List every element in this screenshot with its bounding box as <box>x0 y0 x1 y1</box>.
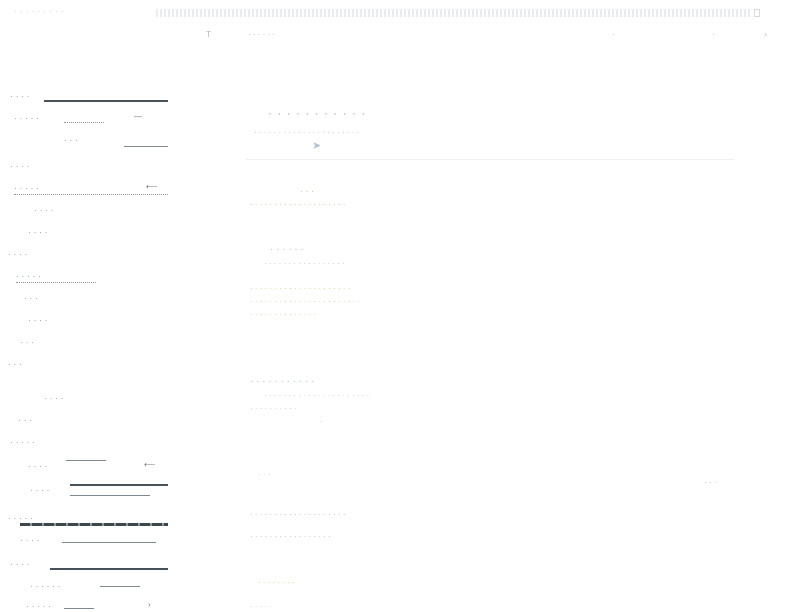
footer-row-5: · · · · · <box>250 602 273 611</box>
section-3-text-2[interactable]: · · · · · · · · · · <box>250 404 297 413</box>
sidebar-item-label: · · · · <box>28 227 48 237</box>
sidebar-item-label: · · · · <box>20 535 40 545</box>
window-title: · · · · · · · · · <box>14 7 65 16</box>
address-bar-end-icon[interactable] <box>754 9 760 17</box>
section-2-note-3: · · · · · · · · · · · · · · <box>250 310 317 319</box>
nav-item-1[interactable]: T <box>206 30 211 39</box>
footer-row-1-link[interactable]: · · · <box>704 478 717 487</box>
nav-item-3[interactable]: · <box>612 30 615 39</box>
sidebar-underline <box>70 495 150 496</box>
sidebar-underline <box>124 146 168 147</box>
sidebar-item-label: · · · <box>64 135 78 145</box>
section-2-note-2: · · · · · · · · · · · · · · · · · · · · … <box>250 297 361 306</box>
sidebar-item-label: · · · · <box>34 205 54 215</box>
sidebar-item-label: · · · <box>8 359 22 369</box>
sidebar-item[interactable]: · · · · <box>4 532 168 550</box>
sidebar-item[interactable]: · · · · · ― <box>4 110 168 128</box>
page-title: · · · · · · · · · · · <box>268 106 367 120</box>
sidebar-underline <box>44 100 168 102</box>
section-1-heading: · · · <box>300 186 314 196</box>
page-subtitle: · · · · · · · · · · · · · · · · · · · · … <box>254 128 360 137</box>
section-3-heading: · · · · · · · · · · · <box>250 376 315 387</box>
sidebar-item-label: · · · · <box>44 393 64 403</box>
sidebar-item-label: · · · · · <box>10 437 35 447</box>
footer-row-1-left: · · · <box>258 470 271 479</box>
sidebar-item-active[interactable]: · · · · · <box>4 268 168 286</box>
section-3: · · · · · · · · · · · · · · · · · · · · … <box>250 376 369 426</box>
sidebar-item[interactable]: · · · · · <box>4 434 168 452</box>
section-3-text-1[interactable]: · · · · · · · · · · · · · · · · · · · · … <box>264 391 370 400</box>
sidebar-item-label: · · · · · <box>14 183 39 193</box>
sidebar-separator <box>20 523 168 526</box>
sidebar-item-label: · · · · · · <box>30 581 61 591</box>
sidebar-item[interactable]: · · · · · › <box>4 598 168 612</box>
sidebar-item-label: · · · · <box>10 161 30 171</box>
sidebar-underline <box>62 542 156 543</box>
sidebar-item-label: · · · · <box>8 249 28 259</box>
chevron-right-icon: ― <box>134 112 142 121</box>
mouse-cursor-icon: ➤ <box>312 140 322 152</box>
address-bar[interactable] <box>156 9 752 17</box>
sidebar-overline <box>70 484 168 486</box>
section-1-text: · · · · · · · · · · · · · · · · · · · · <box>250 200 346 209</box>
sidebar-dots <box>16 282 96 283</box>
window-titlebar: · · · · · · · · · <box>0 0 800 24</box>
sidebar-item[interactable]: · · · <box>4 132 168 150</box>
sidebar-dots <box>64 122 104 123</box>
footer-row-2[interactable]: · · · · · · · · · · · · · · · · · · · · <box>250 510 346 519</box>
menu-icon[interactable]: › <box>764 29 767 39</box>
arrow-left-icon: ⟵ <box>144 460 156 469</box>
section-2: · · · · · · · · · · · · · · · · · · · · … <box>250 244 360 319</box>
sidebar-underline <box>100 586 140 587</box>
sidebar-dots <box>14 194 168 195</box>
sidebar-underline <box>50 568 168 570</box>
sidebar-item[interactable]: · · · · <box>4 482 168 500</box>
arrow-left-icon: ⟵ <box>146 182 158 191</box>
navigation-row: T · · · · · · · · › <box>0 26 800 44</box>
section-2-heading: · · · · · · <box>270 244 304 255</box>
sidebar: · · · · · · · · · ― · · · · · · · · · · … <box>4 84 168 612</box>
sidebar-item-label: · · · · <box>30 485 50 495</box>
sidebar-item[interactable]: · · · · <box>4 390 168 408</box>
sidebar-item[interactable]: · · · · <box>4 246 168 264</box>
section-1: · · · · · · · · · · · · · · · · · · · · … <box>250 186 346 209</box>
section-3-mark: · <box>320 417 323 426</box>
sidebar-item[interactable]: · · · · · <box>4 510 168 528</box>
sidebar-item-label: · · · · <box>10 91 30 101</box>
sidebar-item-label: · · · <box>20 337 34 347</box>
sidebar-item[interactable]: · · · · <box>4 88 168 106</box>
chevron-icon: › <box>148 600 151 609</box>
nav-item-4[interactable]: · <box>712 30 715 39</box>
sidebar-item[interactable]: · · · · <box>4 158 168 176</box>
sidebar-item[interactable]: · · · · · · <box>4 578 168 596</box>
sidebar-item[interactable]: · · · <box>4 412 168 430</box>
sidebar-item[interactable]: · · · · <box>4 312 168 330</box>
sidebar-item[interactable]: · · · · ⟵ <box>4 458 168 476</box>
sidebar-item[interactable]: · · · <box>4 290 168 308</box>
sidebar-item-label: · · · · · <box>16 271 41 281</box>
sidebar-item-label: · · · · · <box>8 513 33 523</box>
sidebar-item[interactable]: · · · · <box>4 556 168 574</box>
sidebar-item[interactable]: · · · · <box>4 202 168 220</box>
sidebar-item-label: · · · · · <box>26 601 51 611</box>
sidebar-overline <box>66 460 106 461</box>
section-2-note-1: · · · · · · · · · · · · · · · · · · · · … <box>250 284 351 293</box>
header-divider <box>246 159 734 160</box>
sidebar-underline <box>64 608 94 609</box>
nav-item-2[interactable]: · · · · · · <box>248 30 276 39</box>
sidebar-item-label: · · · · <box>28 315 48 325</box>
footer-row-3[interactable]: · · · · · · · · · · · · · · · · · <box>250 532 331 541</box>
sidebar-item[interactable]: · · · <box>4 356 168 374</box>
sidebar-item-label: · · · · <box>10 559 30 569</box>
sidebar-item[interactable]: · · · · <box>4 224 168 242</box>
sidebar-item[interactable]: · · · <box>4 334 168 352</box>
footer-row-4: · · · · · · · · <box>258 578 295 587</box>
sidebar-item-label: · · · · <box>28 461 48 471</box>
sidebar-item[interactable]: · · · · · ⟵ <box>4 180 168 198</box>
section-2-text: · · · · · · · · · · · · · · · · · <box>264 259 345 268</box>
sidebar-item-label: · · · <box>18 415 32 425</box>
sidebar-item-label: · · · <box>24 293 38 303</box>
sidebar-item-label: · · · · · <box>14 113 39 123</box>
